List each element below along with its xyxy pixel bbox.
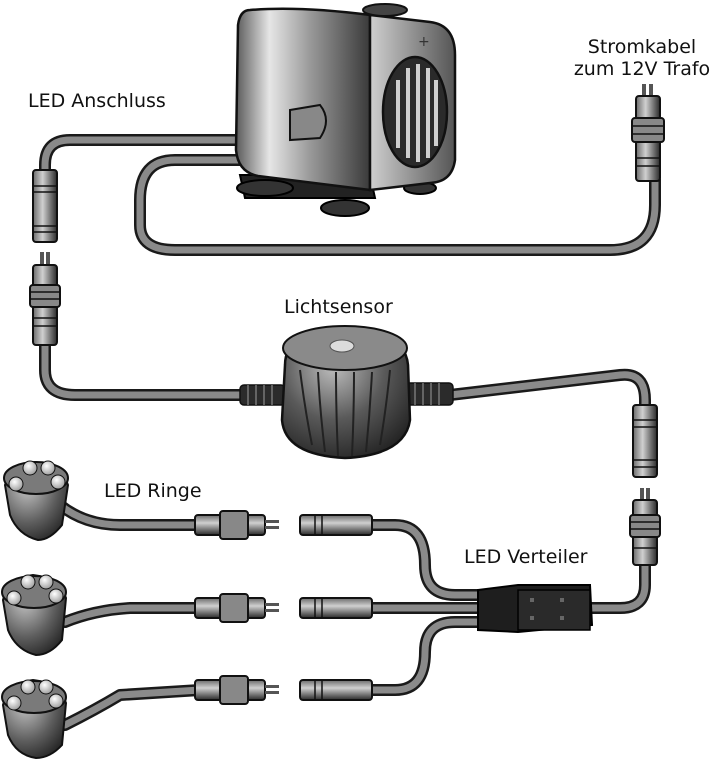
svg-text:+: +	[418, 34, 430, 50]
cable-out-3	[364, 616, 486, 696]
connector-verteiler-male	[629, 488, 661, 566]
cable-ring-1	[54, 499, 206, 531]
cable-sensor-out	[444, 368, 651, 421]
label-stromkabel-line1: Stromkabel	[587, 36, 697, 58]
led-distributor	[477, 584, 594, 634]
ring-connector-pair-3	[194, 675, 373, 705]
cable-ring-2	[59, 602, 206, 628]
label-lichtsensor: Lichtsensor	[284, 296, 393, 318]
label-stromkabel-line2: zum 12V Trafo	[573, 58, 711, 80]
connector-led-anschluss-male	[29, 252, 61, 346]
ring-connector-pair-2	[194, 593, 373, 623]
cable-to-verteiler	[584, 554, 651, 614]
label-led-ringe: LED Ringe	[104, 480, 202, 502]
connector-led-anschluss-female	[32, 169, 58, 243]
led-ring-3	[1, 678, 68, 760]
connector-sensor-out-female	[632, 404, 658, 478]
cables	[39, 134, 661, 731]
label-led-anschluss: LED Anschluss	[28, 90, 166, 112]
cable-power	[134, 154, 661, 256]
cable-ring-3	[59, 684, 206, 731]
label-led-verteiler: LED Verteiler	[464, 546, 588, 568]
cable-led-anschluss	[39, 134, 246, 186]
light-sensor	[239, 325, 454, 460]
led-ring-1	[3, 460, 70, 542]
pump: +	[234, 3, 457, 217]
led-ring-2	[1, 573, 68, 657]
connector-power	[631, 84, 665, 182]
cable-to-sensor	[39, 334, 251, 401]
ring-connector-pair-1	[194, 510, 373, 540]
cable-out-1	[364, 519, 486, 601]
label-stromkabel: Stromkabel zum 12V Trafo	[572, 36, 712, 80]
